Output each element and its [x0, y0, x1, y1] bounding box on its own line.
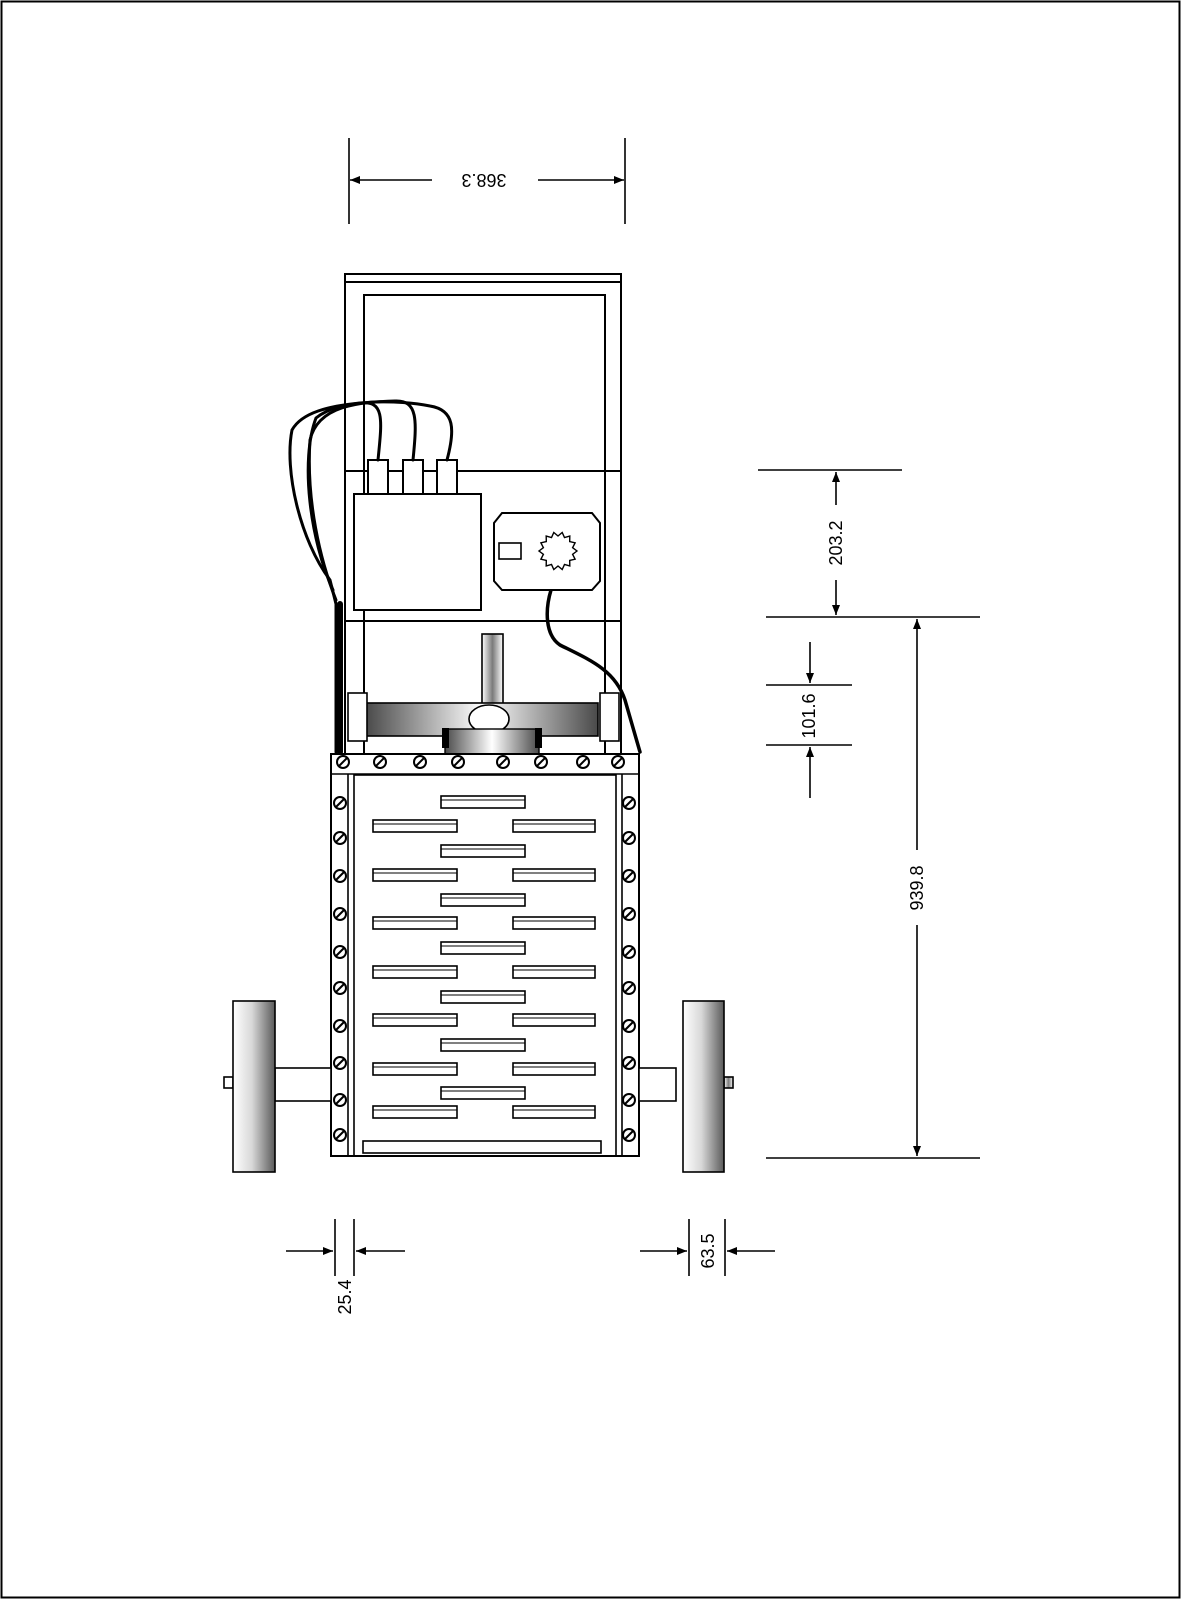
dimension-total-height: 939.8 [766, 619, 980, 1159]
dimension-top-width: 368.3 [348, 138, 626, 224]
dimension-wheel-width: 63.5 [640, 1219, 775, 1276]
screw-slot [415, 757, 425, 767]
vent-slot [512, 1062, 596, 1076]
screw-slot [624, 1021, 634, 1031]
vent-slot [372, 819, 458, 833]
screw-slot [453, 757, 463, 767]
vent-slot [440, 893, 526, 907]
screw-slot [624, 1058, 634, 1068]
vent-slot [440, 941, 526, 955]
screw-slot [624, 798, 634, 808]
vent-slot [372, 916, 458, 930]
gear-icon [537, 531, 579, 571]
vent-slot [512, 1013, 596, 1027]
screw-slot [624, 983, 634, 993]
wheel-axle-assembly [223, 1000, 734, 1173]
vent-slot [512, 819, 596, 833]
cables [288, 399, 642, 755]
vent-slot [440, 990, 526, 1004]
screw-slot [624, 1095, 634, 1105]
vent-slot [440, 1038, 526, 1052]
vent-slot [372, 1105, 458, 1119]
left-wheel [232, 1000, 276, 1173]
vent-slots [372, 795, 596, 1119]
screws [333, 755, 636, 1142]
screw-slot [335, 1130, 345, 1140]
control-box [353, 459, 482, 611]
screw-slot [578, 757, 588, 767]
screw-slot [335, 947, 345, 957]
screw-slot [335, 983, 345, 993]
vent-slot [372, 868, 458, 882]
vent-slot [512, 868, 596, 882]
vent-slot [512, 1105, 596, 1119]
dimension-label-939: 939.8 [907, 865, 927, 910]
right-wheel [682, 1000, 725, 1173]
vent-slot [372, 1062, 458, 1076]
screw-slot [624, 947, 634, 957]
dimension-label-101: 101.6 [799, 693, 819, 738]
dimension-label-63: 63.5 [698, 1233, 718, 1268]
vent-slot [440, 795, 526, 809]
screw-slot [335, 1095, 345, 1105]
screw-slot [624, 909, 634, 919]
screw-slot [624, 833, 634, 843]
screw-slot [335, 1058, 345, 1068]
vent-slot [512, 965, 596, 979]
vent-slot [440, 1086, 526, 1100]
dimension-side-rail: 25.4 [286, 1219, 405, 1315]
vent-slot [512, 916, 596, 930]
vent-slot [372, 965, 458, 979]
screw-slot [335, 833, 345, 843]
screw-slot [498, 757, 508, 767]
vent-slot [372, 1013, 458, 1027]
dimension-label-368: 368.3 [461, 170, 506, 190]
dimension-label-25: 25.4 [335, 1279, 355, 1314]
screw-slot [335, 798, 345, 808]
vent-slot [440, 844, 526, 858]
dimension-upper-panel: 203.2 [758, 469, 980, 618]
screw-slot [375, 757, 385, 767]
screw-slot [613, 757, 623, 767]
screw-slot [338, 757, 348, 767]
screw-slot [335, 909, 345, 919]
screw-slot [335, 1021, 345, 1031]
screw-slot [624, 1130, 634, 1140]
dimension-handle: 101.6 [766, 642, 852, 798]
screw-slot [536, 757, 546, 767]
handle-assembly [347, 633, 620, 755]
screw-slot [335, 871, 345, 881]
dimension-label-203: 203.2 [826, 520, 846, 565]
screw-slot [624, 871, 634, 881]
controller-module [493, 512, 601, 591]
